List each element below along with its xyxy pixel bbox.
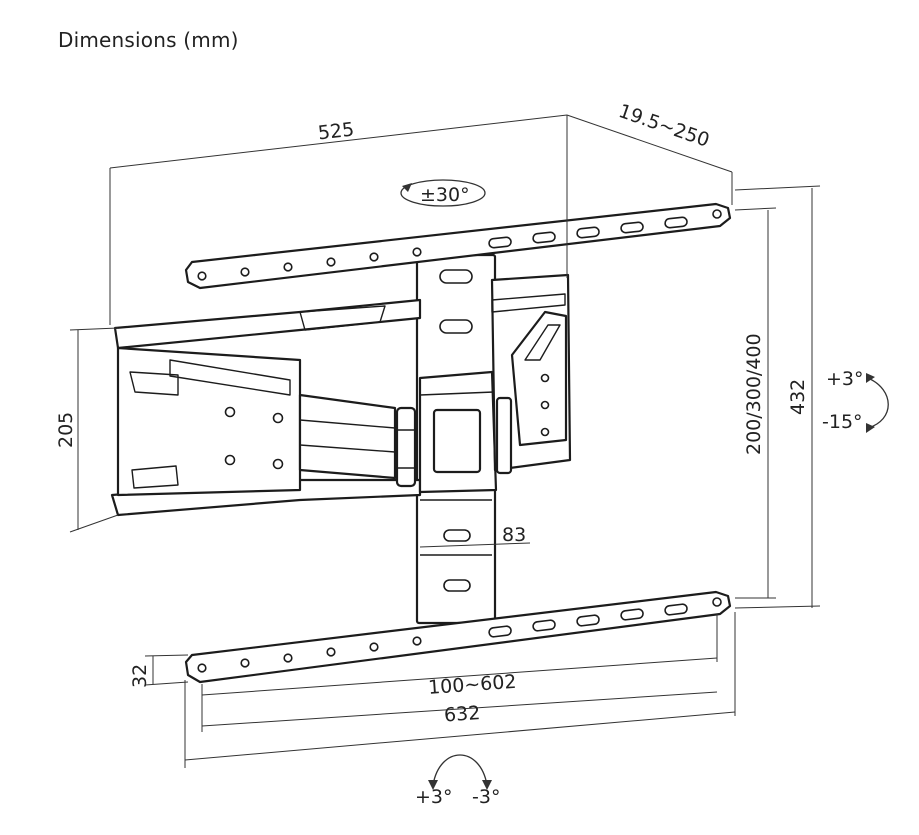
page-title: Dimensions (mm) (58, 28, 239, 52)
depth-label: 19.5~250 (616, 100, 713, 152)
level-right-label: -3° (472, 786, 500, 808)
bottom-rail (184, 590, 732, 684)
tilt-arrow-icon (866, 373, 889, 433)
center-bracket (418, 370, 498, 494)
swivel-label: ±30° (420, 184, 470, 206)
dimension-lines (69, 114, 821, 768)
tilt-up-label: +3° (826, 368, 864, 390)
vesa-vertical-label: 200/300/400 (743, 333, 765, 455)
tilt-down-label: -15° (822, 411, 863, 433)
level-arrow-icon (428, 754, 492, 790)
left-arm (110, 298, 422, 517)
plate-width-label: 83 (502, 524, 526, 546)
vesa-horizontal-label: 100~602 (427, 671, 517, 699)
right-arm (490, 273, 572, 475)
rail-height-label: 32 (129, 664, 151, 688)
overall-width-label: 525 (317, 118, 356, 144)
arm-height-label: 205 (55, 412, 77, 448)
rail-width-label: 632 (443, 702, 481, 726)
level-left-label: +3° (415, 786, 453, 808)
top-rail (184, 202, 732, 290)
overall-height-label: 432 (787, 379, 809, 415)
swivel-arrow-icon (400, 179, 486, 207)
